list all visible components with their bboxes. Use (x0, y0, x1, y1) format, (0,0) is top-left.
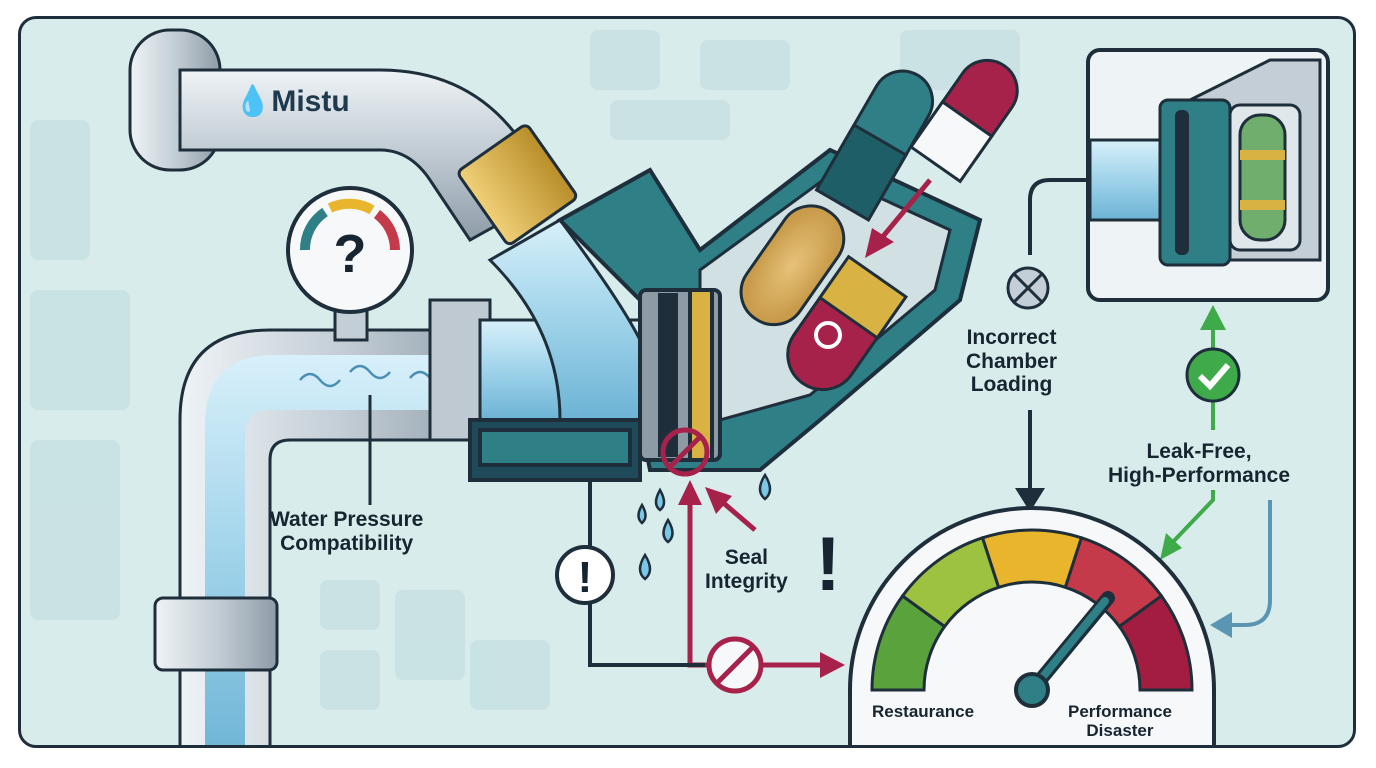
incorrect-loading-line2: Chamber (966, 349, 1058, 373)
seal-integrity-line2: Integrity (705, 569, 788, 593)
brand-name: Mistu (271, 85, 350, 118)
capsule-speckled (739, 204, 846, 327)
brand-logo: 💧Mistu (234, 85, 350, 119)
seal-failure-marker (660, 427, 710, 477)
loading-arrow (1015, 410, 1045, 512)
capsule-teal (814, 69, 934, 223)
pressure-gauge-icon: ? (286, 186, 414, 342)
water-pressure-label: Water Pressure Compatibility (270, 508, 423, 555)
seal-integrity-label: Seal Integrity (705, 546, 788, 593)
capsule-crimson-top (908, 58, 1019, 184)
warning-icon: ! (555, 545, 615, 605)
leak-free-line2: High-Performance (1108, 463, 1291, 487)
warning-connector (588, 480, 705, 667)
gauge-zone (1117, 593, 1194, 692)
incorrect-loading-line1: Incorrect (966, 326, 1057, 349)
blocked-icon (706, 636, 764, 694)
exclamation-icon: ! (815, 522, 840, 607)
seal-arrowheads (678, 480, 845, 678)
warning-mark: ! (578, 553, 593, 602)
water-drop-icon: 💧 (234, 85, 272, 118)
background-tiles (30, 30, 1020, 710)
cross-gear-icon (1006, 266, 1050, 310)
inset-connector (1028, 178, 1090, 255)
gauge-right-line1: Performance (1068, 702, 1172, 721)
incorrect-loading-label: Incorrect Chamber Loading (966, 326, 1057, 397)
performance-gauge (848, 506, 1216, 745)
water-pressure-line2: Compatibility (280, 531, 414, 555)
gauge-right-line2: Disaster (1086, 721, 1154, 741)
incorrect-loading-line3: Loading (970, 373, 1053, 397)
leak-free-line1: Leak-Free, (1146, 440, 1252, 463)
seal-integrity-line1: Seal (724, 546, 769, 569)
capsule-crimson-gear (786, 254, 909, 392)
supply-pipe-top (128, 28, 578, 246)
gauge-right-label: Performance Disaster (1068, 702, 1172, 740)
check-icon (1185, 347, 1241, 403)
leak-free-label: Leak-Free, High-Performance (1108, 440, 1290, 487)
success-path (1160, 305, 1226, 560)
leak-drops (637, 472, 772, 581)
water-pressure-line1: Water Pressure (270, 508, 424, 531)
gauge-question-mark: ? (334, 224, 367, 284)
insert-arrow (865, 178, 932, 258)
gear-icon (814, 321, 842, 349)
return-arrow (1210, 500, 1272, 638)
inset-panel (1086, 48, 1330, 302)
gauge-left-label: Restaurance (872, 702, 975, 721)
